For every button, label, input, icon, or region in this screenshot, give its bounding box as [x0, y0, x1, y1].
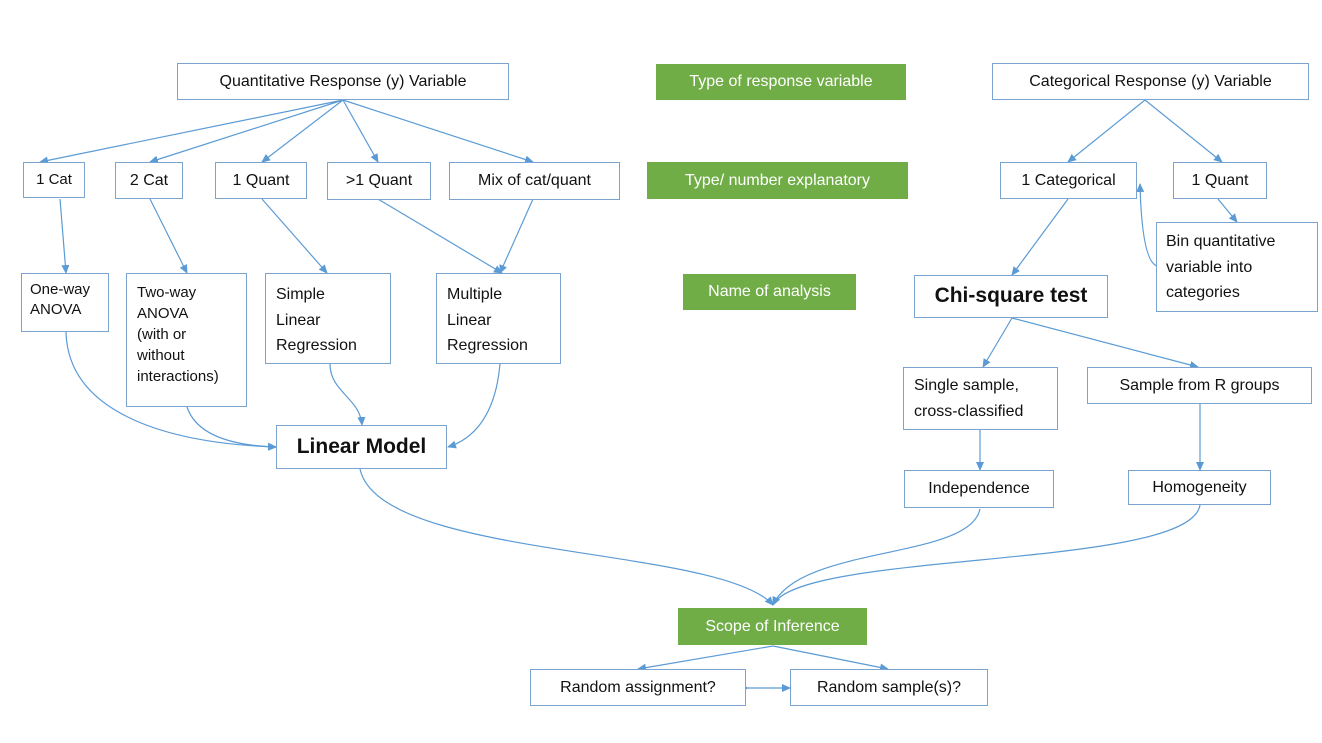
explanatory-1quant: 1 Quant [215, 162, 307, 199]
analysis-multiple-linear-regression: Multiple Linear Regression [436, 273, 561, 364]
arrow-quant-to-1quant [261, 99, 344, 163]
analysis-simple-linear-regression: Simple Linear Regression [265, 273, 391, 364]
label-name-analysis: Name of analysis [683, 274, 856, 310]
arrow-cat-to-1categorical [1067, 99, 1146, 163]
arrow-model-to-scope [359, 468, 774, 606]
explanatory-cat-1quant: 1 Quant [1173, 162, 1267, 199]
arrow-quant-to-mix [342, 99, 534, 164]
explanatory-2cat: 2 Cat [115, 162, 183, 199]
arrow-cat-to-1quant [1144, 99, 1223, 163]
arrow-1quant-to-simple [261, 198, 328, 274]
linear-model-box: Linear Model [276, 425, 447, 469]
arrow-scope-to-samples [772, 645, 889, 672]
arrow-twoway-to-model [186, 406, 277, 451]
label-type-response: Type of response variable [656, 64, 906, 100]
categorical-response-box: Categorical Response (y) Variable [992, 63, 1309, 100]
arrow-quant-to-gt1quant [342, 99, 379, 163]
explanatory-gt1quant: >1 Quant [327, 162, 431, 200]
quantitative-response-box: Quantitative Response (y) Variable [177, 63, 509, 100]
single-sample-box: Single sample, cross-classified [903, 367, 1058, 430]
arrow-chisq-to-groups [1011, 317, 1199, 369]
arrow-1cat-to-oneway [59, 198, 70, 274]
arrow-simple-to-model [329, 363, 366, 426]
analysis-two-way-anova: Two-way ANOVA (with or without interacti… [126, 273, 247, 407]
explanatory-1cat: 1 Cat [23, 162, 85, 198]
independence-box: Independence [904, 470, 1054, 508]
sample-groups-box: Sample from R groups [1087, 367, 1312, 404]
label-scope: Scope of Inference [678, 608, 867, 645]
arrow-1quant-to-bin [1217, 198, 1238, 223]
arrow-multiple-to-model [447, 363, 501, 449]
explanatory-1categorical: 1 Categorical [1000, 162, 1137, 199]
chi-square-test-box: Chi-square test [914, 275, 1108, 318]
random-samples-box: Random sample(s)? [790, 669, 988, 706]
arrow-quant-to-1cat [39, 99, 344, 165]
homogeneity-box: Homogeneity [1128, 470, 1271, 505]
analysis-one-way-anova: One-way ANOVA [21, 273, 109, 332]
arrow-homogeneity-to-scope [772, 504, 1201, 606]
arrow-bin-to-1categorical [1136, 183, 1158, 267]
arrow-independence-to-scope [772, 508, 981, 606]
explanatory-mix: Mix of cat/quant [449, 162, 620, 200]
arrow-2cat-to-twoway [149, 198, 188, 274]
random-assignment-box: Random assignment? [530, 669, 746, 706]
bin-quantitative-box: Bin quantitative variable into categorie… [1156, 222, 1318, 312]
label-type-explanatory: Type/ number explanatory [647, 162, 908, 199]
arrow-gt1quant-to-multiple [377, 198, 503, 274]
arrow-1categorical-to-chisq [1011, 198, 1069, 276]
arrow-oneway-to-model [65, 331, 277, 451]
arrow-mix-to-multiple [499, 198, 534, 274]
arrow-chisq-to-single [982, 317, 1013, 368]
arrow-scope-to-assignment [637, 645, 774, 672]
arrow-quant-to-2cat [149, 99, 344, 164]
